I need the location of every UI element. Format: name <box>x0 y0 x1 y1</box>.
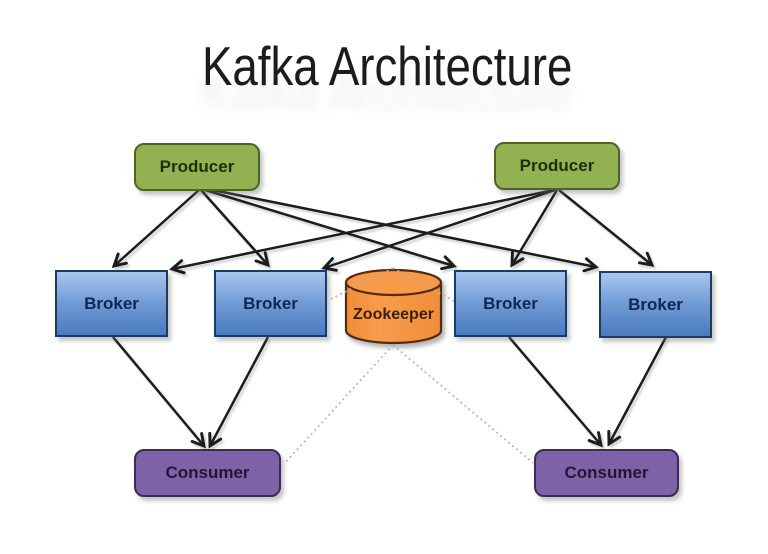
diagram-title: Kafka Architecture <box>0 34 768 113</box>
node-consumer-1: Consumer <box>134 449 281 497</box>
node-zookeeper-label: Zookeeper <box>353 306 434 323</box>
node-consumer-2: Consumer <box>534 449 679 497</box>
edge-broker_2-to-consumer_1 <box>208 336 270 449</box>
edge-zookeeper-to-consumer_1 <box>283 344 394 465</box>
node-broker-3: Broker <box>454 270 567 337</box>
edge-producer_1-to-broker_1 <box>111 189 200 269</box>
edge-zookeeper-to-broker_3 <box>392 267 455 302</box>
node-consumer-1-label: Consumer <box>165 463 250 482</box>
edge-producer_1-to-broker_3 <box>201 187 457 271</box>
node-broker-2-label: Broker <box>243 293 298 313</box>
node-broker-3-label: Broker <box>483 293 538 313</box>
edge-broker_1-to-consumer_1 <box>112 336 206 449</box>
node-broker-1: Broker <box>55 270 168 337</box>
edge-producer_2-to-broker_2 <box>321 188 556 272</box>
node-zookeeper-label-box: Zookeeper <box>346 301 441 329</box>
edge-producer_2-to-broker_1 <box>169 188 555 275</box>
node-producer-1-label: Producer <box>159 157 235 176</box>
node-producer-2: Producer <box>494 142 620 190</box>
diagram-title-text: Kafka Architecture <box>201 35 573 97</box>
node-producer-2-label: Producer <box>519 156 595 175</box>
edge-zookeeper-to-consumer_2 <box>392 344 534 464</box>
edge-producer_1-to-broker_4 <box>202 186 599 273</box>
node-consumer-2-label: Consumer <box>564 463 649 482</box>
node-broker-4-label: Broker <box>628 294 683 314</box>
node-broker-2: Broker <box>214 270 327 337</box>
edge-broker_4-to-consumer_2 <box>607 336 668 447</box>
edge-zookeeper-to-broker_2 <box>326 267 394 302</box>
node-producer-1: Producer <box>134 143 260 191</box>
edge-broker_3-to-consumer_2 <box>508 336 603 448</box>
edge-producer_1-to-broker_2 <box>200 189 271 268</box>
edge-producer_2-to-broker_4 <box>558 189 655 267</box>
edge-producer_2-to-broker_3 <box>510 189 559 268</box>
node-broker-4: Broker <box>599 271 712 338</box>
node-broker-1-label: Broker <box>84 293 139 313</box>
